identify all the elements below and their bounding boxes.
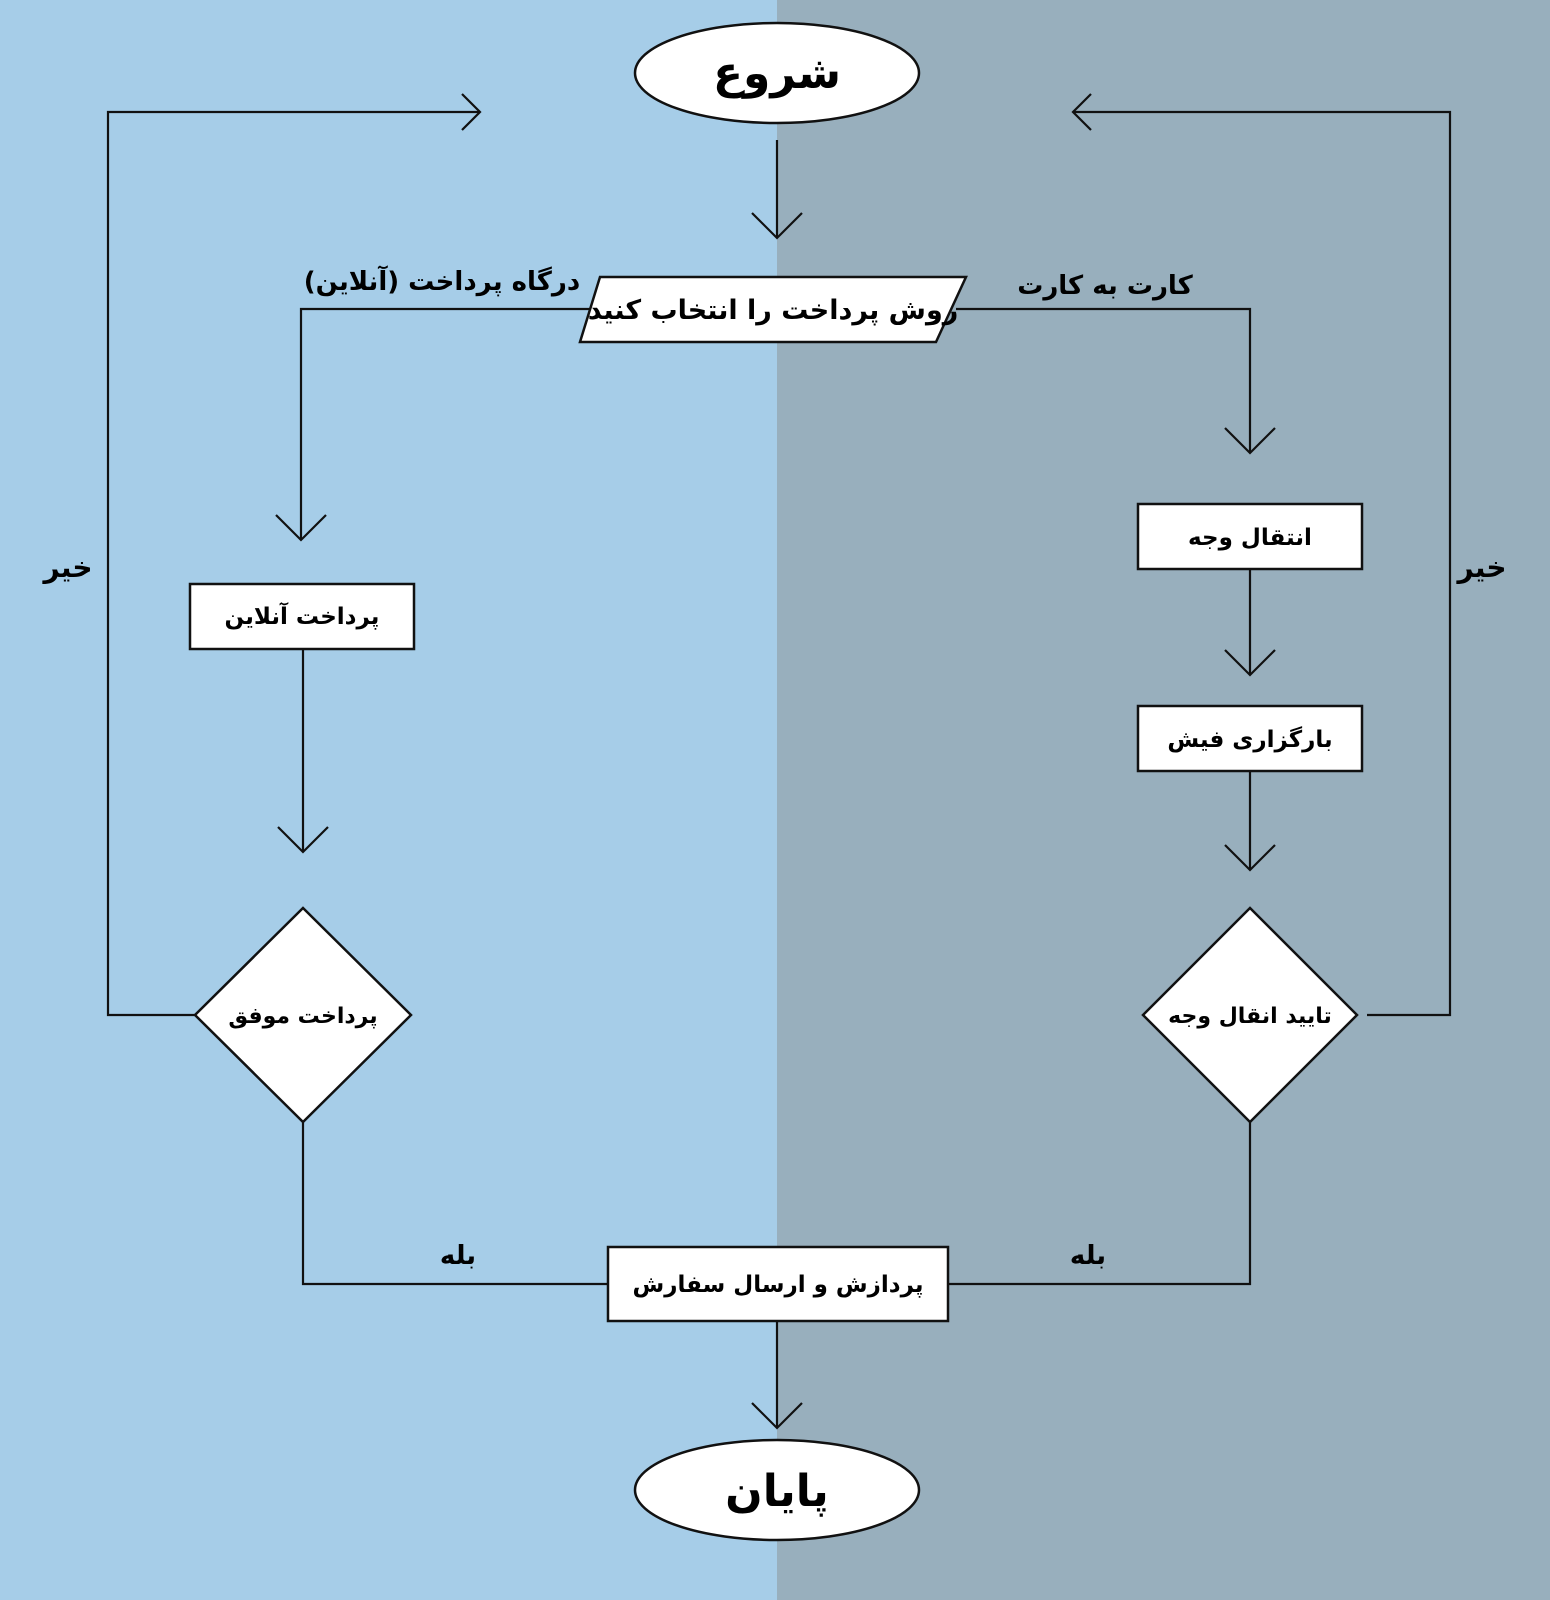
- connector-yes-right: [948, 1122, 1252, 1286]
- connector-loop-no-right: [1073, 110, 1452, 1017]
- edge-label-no-right: خیر: [1455, 551, 1506, 584]
- arrowhead-choose-online: [275, 514, 327, 542]
- start-terminal: [633, 21, 921, 125]
- arrowhead-online-success: [277, 826, 329, 854]
- arrowhead-loop-no-left: [461, 93, 482, 131]
- end-label: پایان: [725, 1466, 829, 1517]
- connector-choose-online: [299, 307, 598, 540]
- left-panel-background: [0, 0, 777, 1600]
- upload-receipt-label: بارگزاری فیش: [1167, 726, 1332, 753]
- process-ship-box: [606, 1245, 950, 1323]
- transfer-box: [1136, 502, 1364, 571]
- online-payment-label: پرداخت آنلاین: [225, 601, 380, 630]
- choose-method-parallelogram: [578, 275, 968, 344]
- right-panel-background: [777, 0, 1550, 1600]
- transfer-label: انتقال وجه: [1188, 525, 1312, 551]
- process-ship-label: پردازش و ارسال سفارش: [632, 1272, 923, 1298]
- upload-receipt-box: [1136, 704, 1364, 773]
- connector-yes-left: [301, 1122, 608, 1286]
- arrowhead-process-end: [751, 1402, 803, 1430]
- edge-label-yes-right: بله: [1070, 1241, 1106, 1271]
- edge-label-card-to-card: کارت به کارت: [1017, 271, 1193, 301]
- edge-label-online-gateway: درگاه پرداخت (آنلاین): [304, 265, 580, 297]
- online-payment-box: [188, 582, 416, 651]
- edge-label-no-left: خیر: [41, 551, 92, 584]
- arrowhead-loop-no-right: [1071, 93, 1092, 131]
- arrowhead-start-choose: [751, 212, 803, 240]
- payment-success-diamond: [193, 906, 413, 1124]
- confirm-transfer-label: تایید انقال وجه: [1168, 1004, 1332, 1029]
- confirm-transfer-diamond: [1141, 906, 1359, 1124]
- edge-label-yes-left: بله: [440, 1241, 476, 1271]
- choose-method-label: روش پرداخت را انتخاب کنید: [588, 295, 959, 326]
- connector-loop-no-left: [106, 110, 480, 1017]
- end-terminal: [633, 1438, 921, 1542]
- payment-success-label: پرداخت موفق: [228, 1004, 377, 1029]
- arrowhead-transfer-upload: [1224, 649, 1276, 677]
- start-label: شروع: [713, 48, 841, 99]
- connector-choose-card: [956, 307, 1252, 453]
- arrowhead-choose-card: [1224, 427, 1276, 455]
- arrowhead-upload-confirm: [1224, 844, 1276, 872]
